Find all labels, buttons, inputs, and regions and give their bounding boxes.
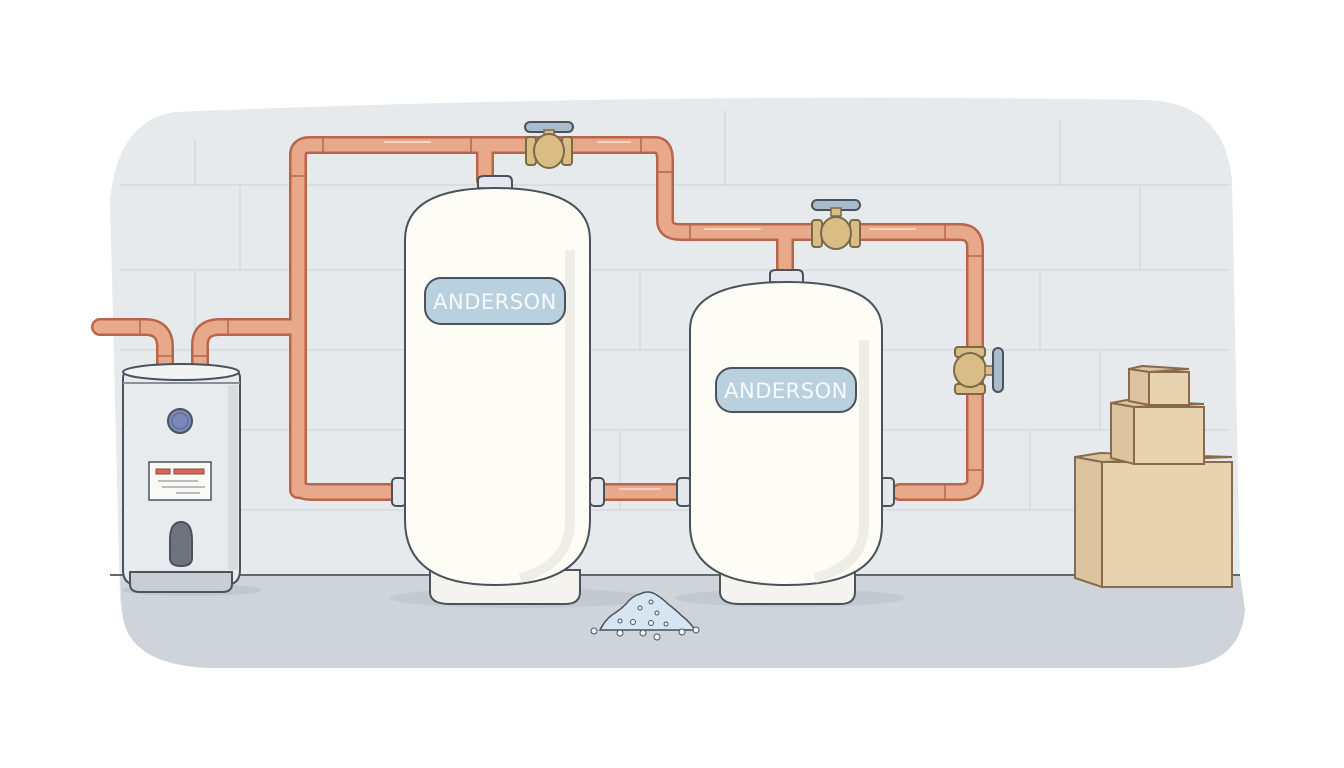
box-medium bbox=[1110, 398, 1205, 466]
salt-pile bbox=[590, 591, 700, 641]
top-valve-2 bbox=[811, 199, 861, 250]
brand-label: ANDERSON bbox=[424, 277, 566, 325]
cardboard-boxes bbox=[1074, 364, 1233, 589]
large-tank: ANDERSON bbox=[390, 175, 650, 608]
svg-text:ANDERSON: ANDERSON bbox=[724, 379, 848, 403]
svg-text:ANDERSON: ANDERSON bbox=[433, 290, 557, 314]
water-heater bbox=[122, 363, 262, 596]
box-small bbox=[1128, 364, 1190, 407]
copper-pipes bbox=[91, 136, 984, 501]
side-valve bbox=[953, 346, 1004, 395]
drain-handle-icon bbox=[169, 520, 193, 568]
small-tank: ANDERSON bbox=[675, 269, 905, 607]
box-large bbox=[1074, 451, 1233, 589]
top-valve-1 bbox=[524, 121, 574, 169]
warning-sticker bbox=[148, 461, 212, 501]
brand-label: ANDERSON bbox=[715, 367, 857, 413]
valve-handle-icon bbox=[992, 347, 1004, 393]
